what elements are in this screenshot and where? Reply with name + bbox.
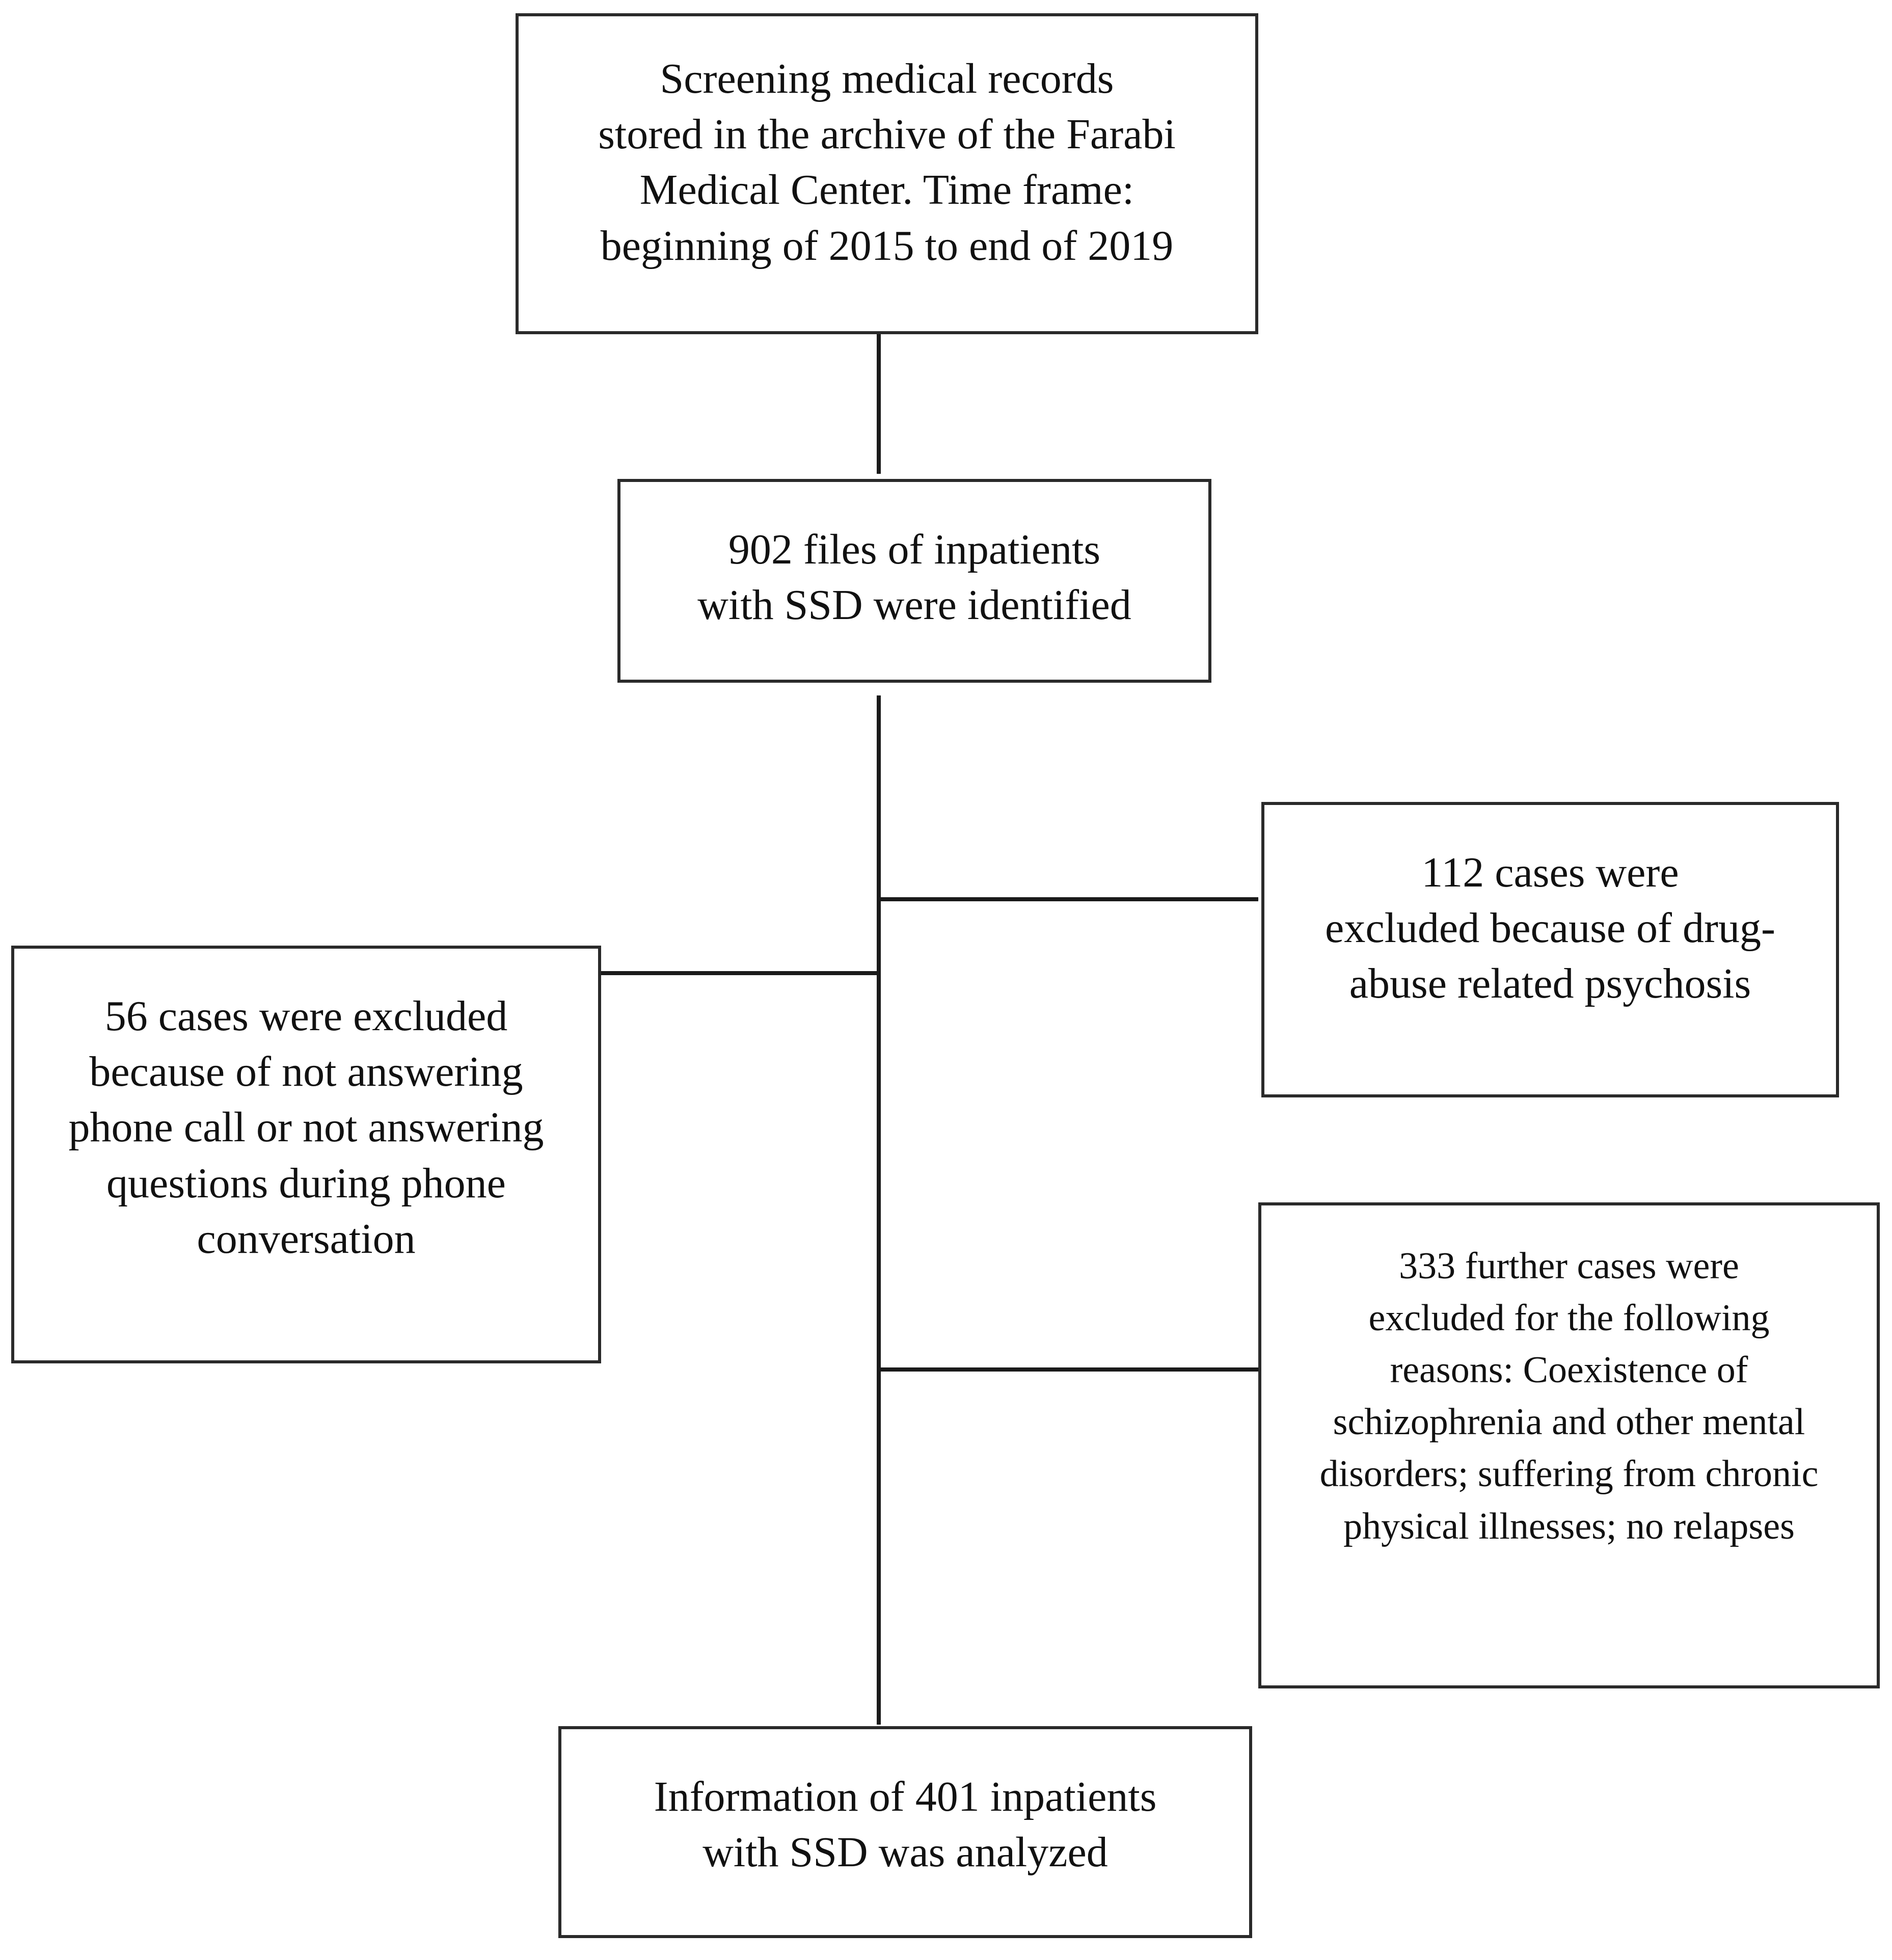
- identified-text: 902 files of inpatients with SSD were id…: [697, 526, 1131, 629]
- analyzed-box: Information of 401 inpatients with SSD w…: [558, 1726, 1252, 1938]
- phone-exclusion-text: 56 cases were excluded because of not an…: [68, 992, 544, 1263]
- drug-exclusion-text: 112 cases were excluded because of drug-…: [1325, 849, 1775, 1008]
- other-exclusion-box: 333 further cases were excluded for the …: [1258, 1202, 1880, 1688]
- phone-exclusion-box: 56 cases were excluded because of not an…: [11, 946, 601, 1363]
- drug-exclusion-box: 112 cases were excluded because of drug-…: [1261, 802, 1839, 1097]
- screening-box: Screening medical records stored in the …: [516, 13, 1258, 334]
- screening-text: Screening medical records stored in the …: [598, 55, 1176, 270]
- other-exclusion-text: 333 further cases were excluded for the …: [1319, 1245, 1819, 1547]
- identified-box: 902 files of inpatients with SSD were id…: [617, 479, 1211, 683]
- analyzed-text: Information of 401 inpatients with SSD w…: [654, 1773, 1157, 1876]
